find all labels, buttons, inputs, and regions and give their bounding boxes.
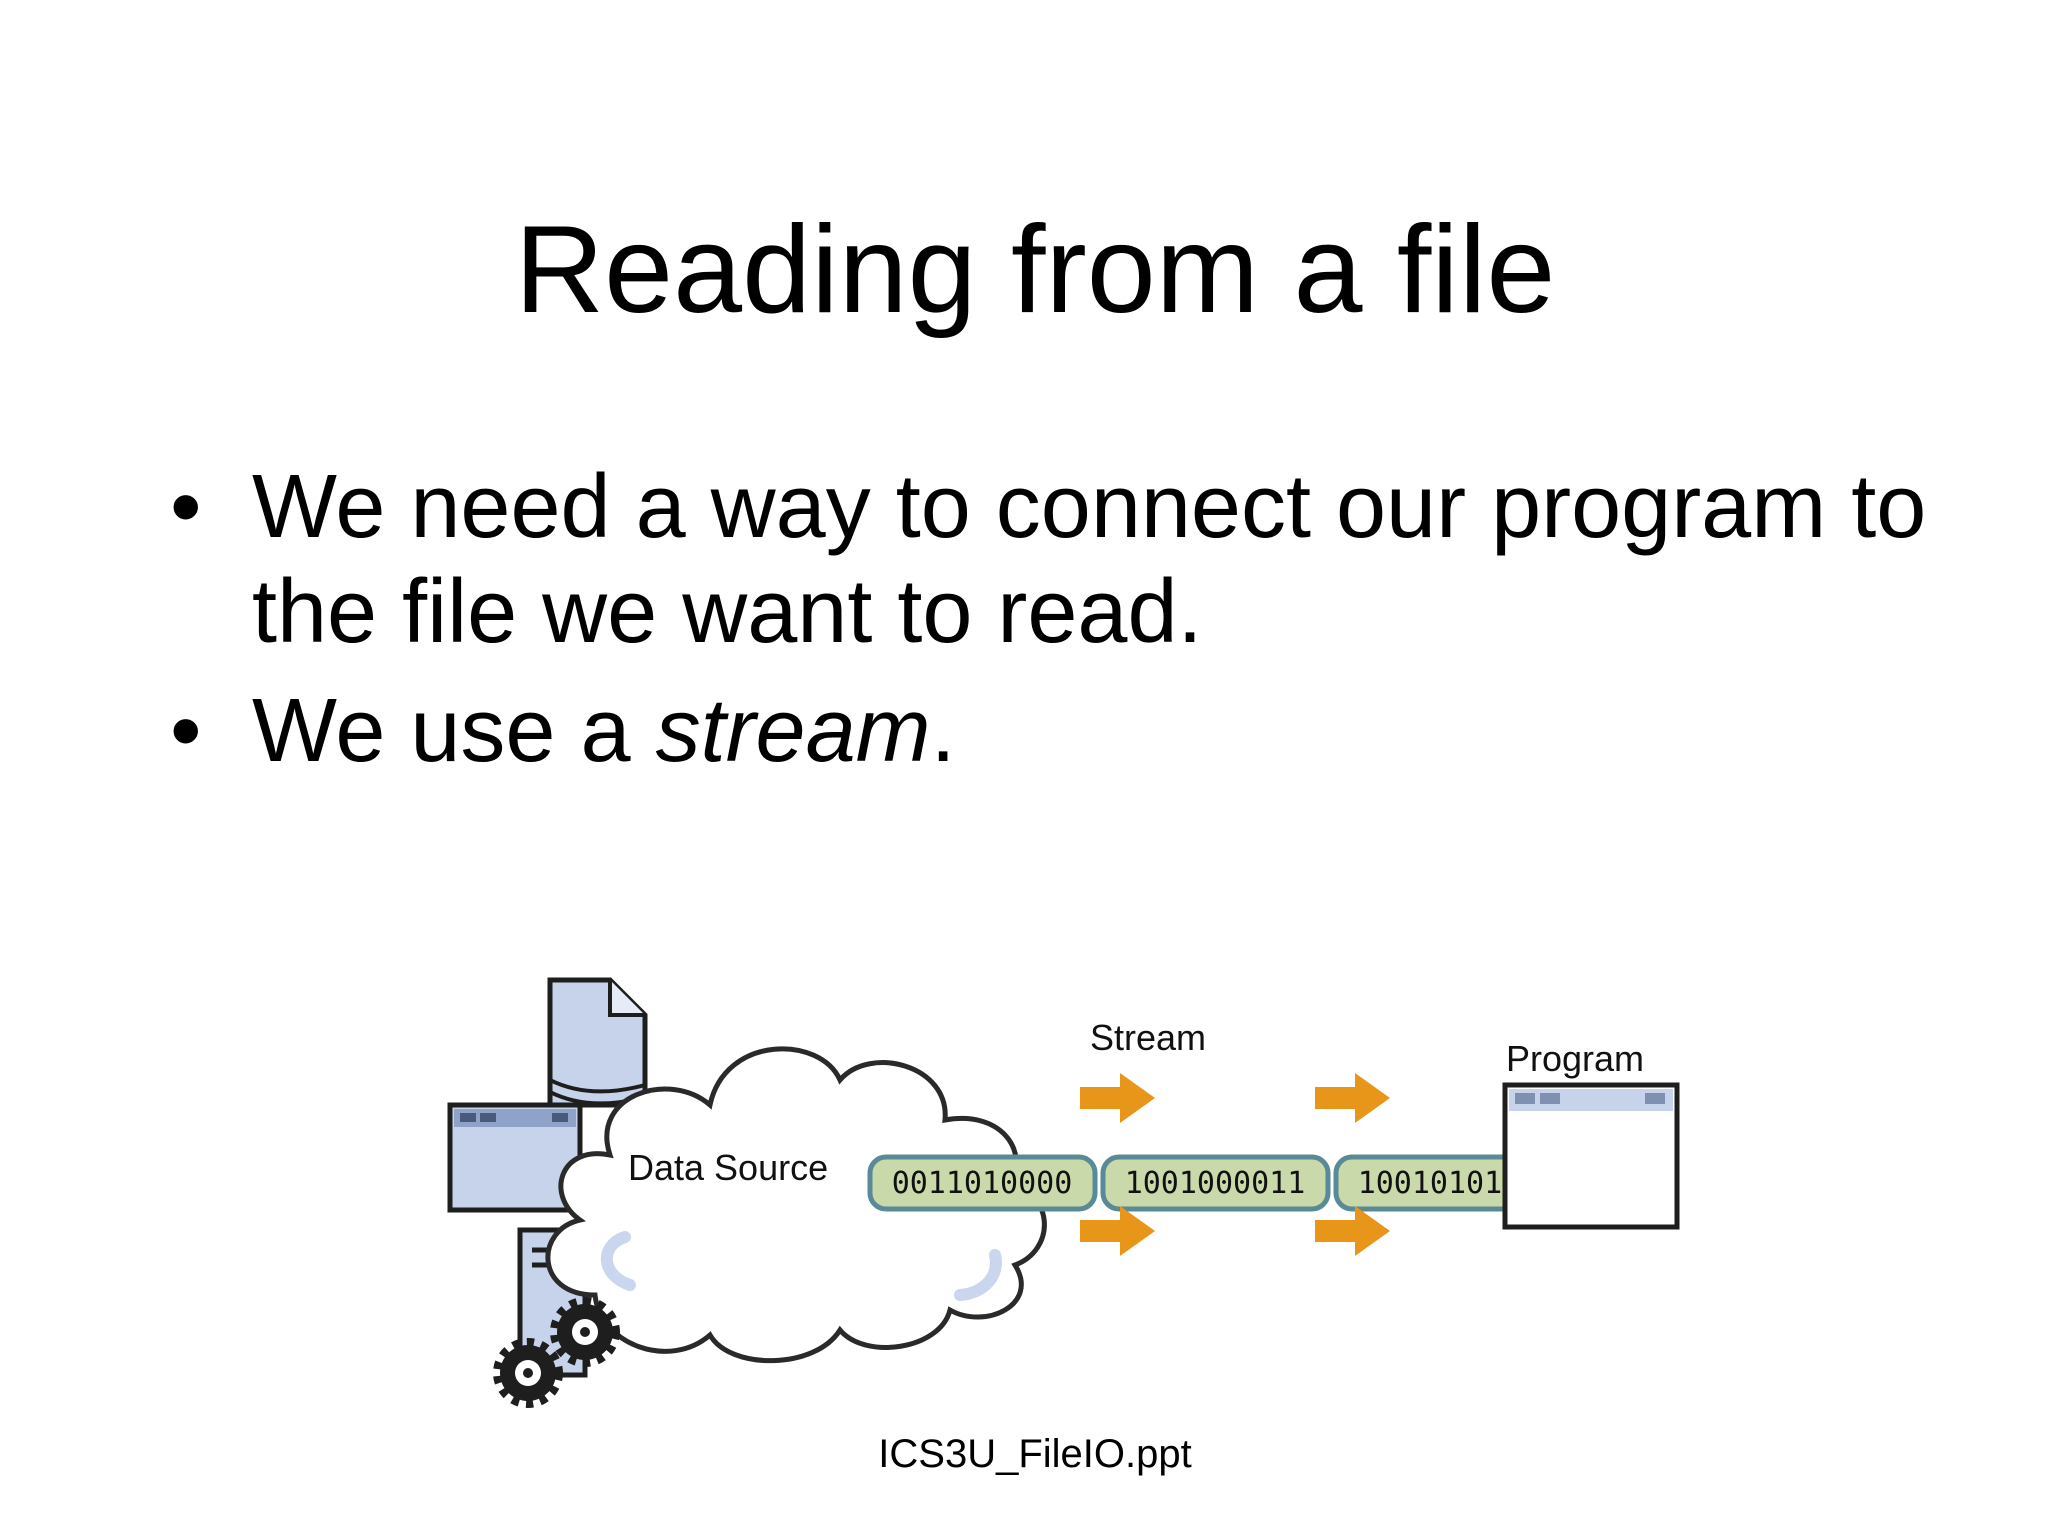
- document-icon: [547, 977, 648, 1108]
- bullet-item: • We need a way to connect our program t…: [170, 455, 1970, 665]
- slide-title: Reading from a file: [514, 201, 1556, 339]
- bullet-marker: •: [170, 681, 202, 781]
- data-source-cloud: Data Source: [545, 1046, 1047, 1364]
- bullet-list: • We need a way to connect our program t…: [170, 455, 1970, 798]
- bit-chunk: 0011010000: [892, 1166, 1073, 1201]
- program-label: Program: [1506, 1038, 1644, 1079]
- bullet-emphasis: stream: [655, 681, 931, 781]
- stream-label: Stream: [1090, 1017, 1206, 1058]
- bullet-text-suffix: .: [930, 681, 956, 781]
- bullet-text: We need a way to connect our program to …: [252, 457, 1927, 662]
- bullet-text-prefix: We use a: [252, 681, 656, 781]
- arrow-icon: [1080, 1073, 1155, 1123]
- program-window-icon: [1502, 1082, 1680, 1230]
- window-icon: [447, 1102, 583, 1213]
- gear-icon: [493, 1338, 563, 1408]
- bit-chunk: 1001000011: [1125, 1166, 1306, 1201]
- data-source-label: Data Source: [628, 1147, 828, 1188]
- arrow-icon: [1080, 1206, 1155, 1256]
- stream-diagram: Data Source 0011010000 1001000011 100101…: [447, 977, 1680, 1408]
- arrow-icon: [1315, 1073, 1390, 1123]
- slide-footer: ICS3U_FileIO.ppt: [878, 1432, 1192, 1476]
- bit-stream: 0011010000 1001000011 1001010101: [867, 1154, 1564, 1212]
- bullet-marker: •: [170, 457, 202, 557]
- bullet-item: • We use a stream.: [170, 679, 1970, 784]
- arrow-icon: [1315, 1206, 1390, 1256]
- gear-icon: [550, 1297, 620, 1367]
